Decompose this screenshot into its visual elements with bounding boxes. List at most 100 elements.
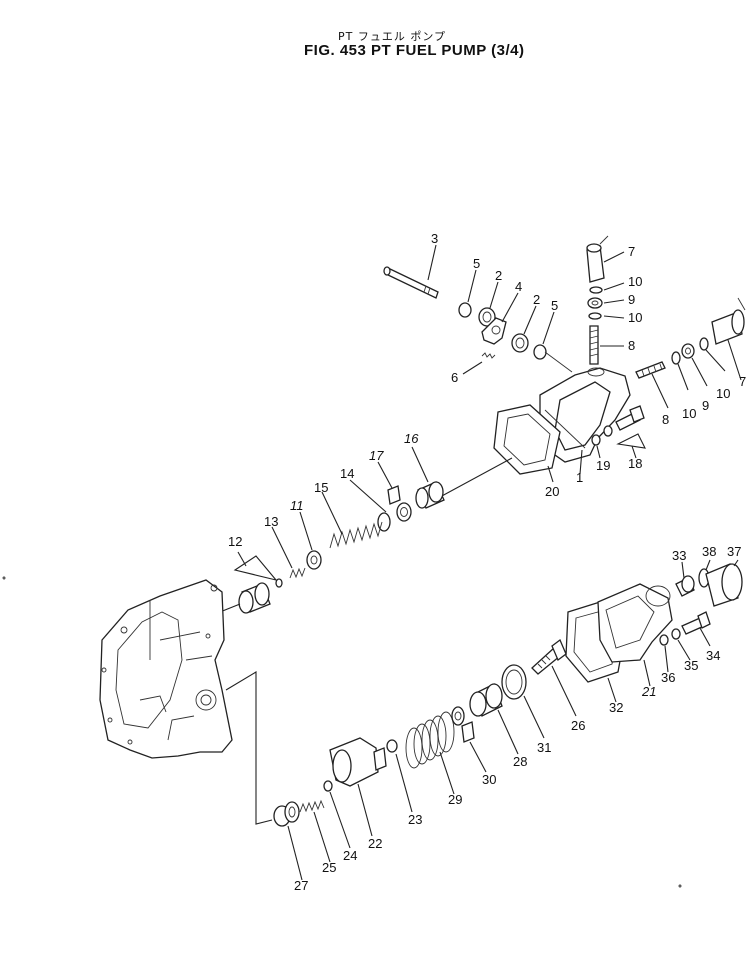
callout-10c: 10 [682,406,696,421]
leader-25 [313,811,331,863]
part-24-washer [323,780,333,792]
leader-14 [349,479,387,513]
leader-37 [733,559,739,567]
leader-35 [677,639,691,661]
part-29-spring-large [405,711,455,769]
part-19-washer [591,434,601,446]
leader-21 [643,659,651,687]
leader-9b [691,357,708,387]
leader-7b [727,339,742,381]
leader-18 [631,445,637,459]
part-26-screw [531,638,567,675]
leader-3 [427,244,437,281]
part-21-cover [597,583,673,663]
part-10-washer-2 [588,312,602,320]
stray-dot-2 [678,884,682,888]
leader-9a [603,299,625,304]
part-16-sleeve [415,481,445,509]
callout-13: 13 [264,514,278,529]
callout-labels: 3 5 2 4 2 5 6 7 10 9 10 8 8 10 9 10 7 1 … [228,231,746,893]
part-31-seal-ring [501,664,527,700]
callout-9a: 9 [628,292,635,307]
callout-5b: 5 [551,298,558,313]
callout-7b: 7 [739,374,746,389]
callout-10a: 10 [628,274,642,289]
leader-5a [467,269,477,303]
leader-10c [677,363,689,391]
part-5-oring-left [458,302,472,318]
leader-17 [377,461,393,489]
callout-28: 28 [513,754,527,769]
leader-19 [596,445,601,459]
part-9-nut-right [681,343,695,359]
callout-25: 25 [322,860,336,875]
leader-1 [579,449,583,475]
leader-5b [542,311,555,345]
part-35-washer [671,628,681,640]
connector-line-lower [225,671,273,825]
callout-6: 6 [451,370,458,385]
leader-23 [395,753,413,813]
callout-30: 30 [482,772,496,787]
callout-20: 20 [545,484,559,499]
part-8-screw-top [589,325,599,365]
callout-17: 17 [369,448,384,463]
part-6-spring [481,352,496,359]
callout-21: 21 [641,684,656,699]
leader-16 [411,446,429,483]
callout-8b: 8 [662,412,669,427]
leader-30 [469,741,487,773]
figure-subtitle: PT フュエル ポンプ [338,30,447,43]
callout-35: 35 [684,658,698,673]
callout-10d: 10 [716,386,730,401]
connector-line-upper [439,457,513,498]
part-2-bushing-left [478,307,496,327]
part-25-spring [299,799,325,813]
callout-3: 3 [431,231,438,246]
part-30-ring [451,706,475,743]
callout-7a: 7 [628,244,635,259]
callout-18: 18 [628,456,642,471]
part-28-sleeve [469,683,503,717]
part-5-oring-right [533,344,547,360]
callout-12: 12 [228,534,242,549]
leader-12 [237,551,247,567]
callout-4: 4 [515,279,522,294]
callout-2a: 2 [495,268,502,283]
callout-34: 34 [706,648,720,663]
leader-26 [551,665,577,717]
leader-6 [462,361,483,375]
part-33-plug [675,575,695,597]
callout-31: 31 [537,740,551,755]
leader-31 [523,695,545,739]
leader-2b [523,305,537,335]
leader-28 [497,709,519,755]
part-13-spring-small [289,567,306,579]
callout-11: 11 [290,498,304,513]
part-12-plunger-set [238,578,283,614]
part-18-bolts [603,405,645,437]
callout-5a: 5 [473,256,480,271]
part-17-pin [387,485,401,505]
figure-title: FIG. 453 PT FUEL PUMP (3/4) [304,42,525,59]
leader-34 [699,627,711,647]
callout-32: 32 [609,700,623,715]
part-20-gasket [493,404,561,475]
callout-15: 15 [314,480,328,495]
callout-36: 36 [661,670,675,685]
callout-14: 14 [340,466,354,481]
callout-16: 16 [404,431,419,446]
callout-1: 1 [576,470,583,485]
part-15-spring [329,521,383,549]
leader-20 [547,465,554,483]
part-34-bolt [681,611,711,635]
pump-body-main [99,579,233,759]
part-22-valve-body [329,737,387,787]
stray-dot-1 [2,576,6,580]
callout-27: 27 [294,878,308,893]
callout-23: 23 [408,812,422,827]
part-3-shaft [383,266,439,299]
part-8-screw-right [635,361,666,379]
part-10-washer-1 [589,286,603,294]
